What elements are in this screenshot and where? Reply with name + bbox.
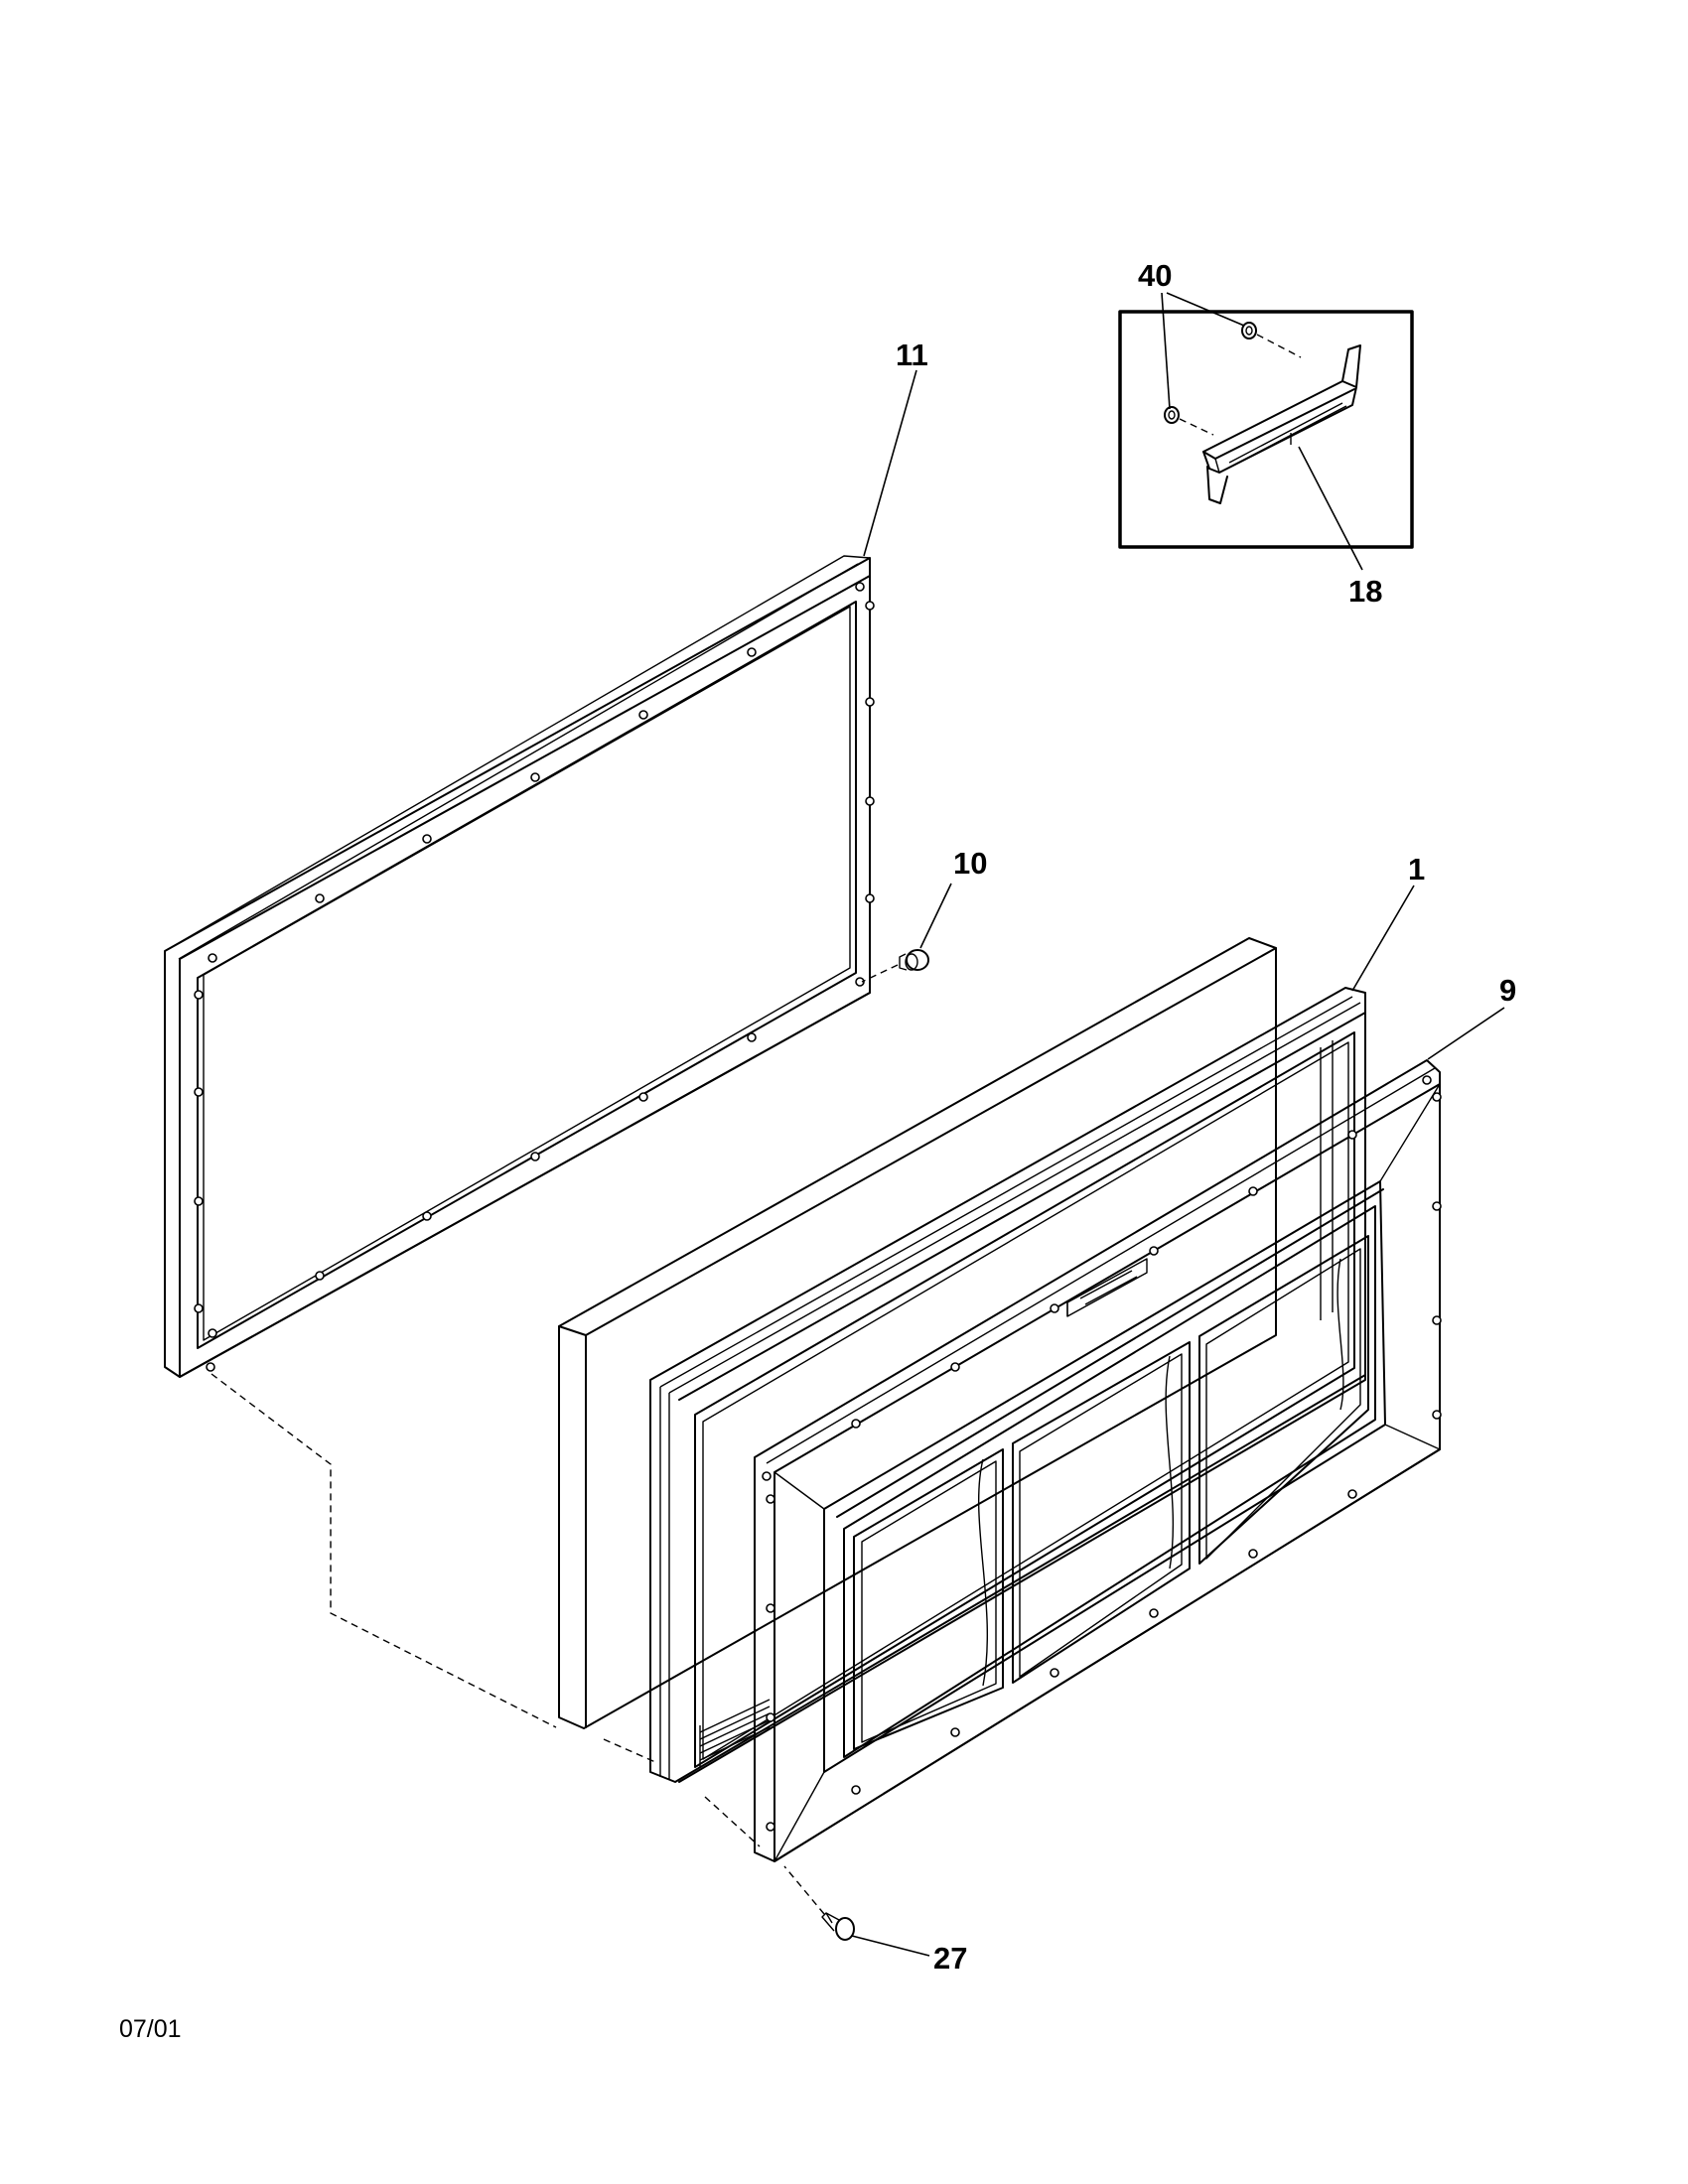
assembly-guide-lines: [211, 1373, 761, 1847]
part-1-liner: [649, 987, 1366, 1783]
part-40-nut: [1241, 322, 1302, 358]
handle-inset: [1118, 310, 1414, 549]
part-18-handle: [1202, 344, 1361, 504]
date-code: 07/01: [119, 2015, 182, 2043]
part-10-plug: [861, 949, 929, 983]
part-9-door-panel: [754, 1059, 1442, 1862]
callout-11: 11: [896, 338, 928, 372]
callout-1: 1: [1408, 852, 1425, 887]
part-27-screw: [783, 1865, 855, 1941]
gasket-holes: [194, 582, 875, 1372]
callout-27: 27: [933, 1941, 967, 1976]
callout-40: 40: [1138, 258, 1172, 293]
callout-18: 18: [1348, 574, 1382, 609]
part-40-nut: [1164, 406, 1214, 436]
door-frame-holes: [762, 1075, 1442, 1832]
callout-10: 10: [953, 846, 987, 881]
callout-9: 9: [1499, 973, 1516, 1008]
leader-lines: [851, 292, 1505, 1957]
part-11-gasket: [164, 555, 875, 1378]
insulation-block: [558, 937, 1277, 1729]
